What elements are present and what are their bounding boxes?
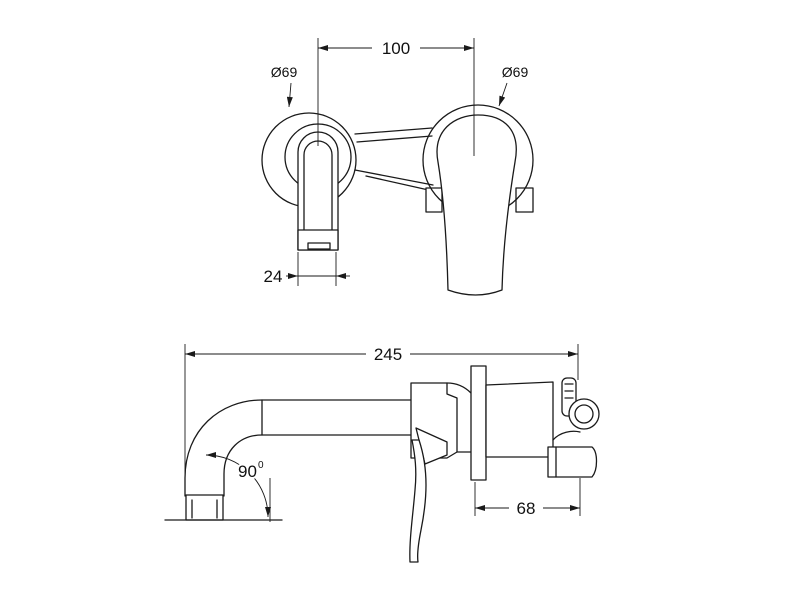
connecting-body	[354, 127, 434, 192]
dimension-spout-angle: 90 0	[205, 452, 271, 522]
rosette-clip-left	[425, 187, 443, 213]
spout-angle-label: 90	[238, 462, 257, 481]
spout-width-label: 24	[264, 267, 283, 286]
centers-distance-label: 100	[382, 39, 410, 58]
overall-length-label: 245	[374, 345, 402, 364]
dimension-centers: 100	[317, 37, 475, 156]
dimension-overall-length: 245	[184, 343, 579, 494]
handle-rosette-diameter-label: Ø69	[502, 64, 529, 80]
body-wall-transition	[446, 382, 472, 453]
dimension-spout-width: 24	[262, 252, 350, 288]
valve-mechanism	[547, 377, 600, 478]
concealed-body	[485, 381, 554, 458]
rosette-clip-right	[515, 187, 534, 213]
front-view: 100 Ø69 Ø69 24	[261, 37, 534, 296]
wall-plate	[470, 365, 487, 481]
spout-angle-superscript: 0	[258, 460, 264, 471]
dimension-wall-projection: 68	[474, 478, 581, 520]
wall-projection-label: 68	[517, 499, 536, 518]
dimension-handle-rosette-diameter: Ø69	[498, 63, 530, 107]
lever-handle-front	[436, 114, 517, 296]
spout-front	[297, 131, 339, 251]
spout-rosette-diameter-label: Ø69	[271, 64, 298, 80]
spout-side	[184, 399, 412, 521]
lever-handle-side	[409, 427, 448, 563]
dimension-spout-rosette-diameter: Ø69	[269, 63, 299, 108]
side-view: 90 0 245	[164, 343, 600, 563]
